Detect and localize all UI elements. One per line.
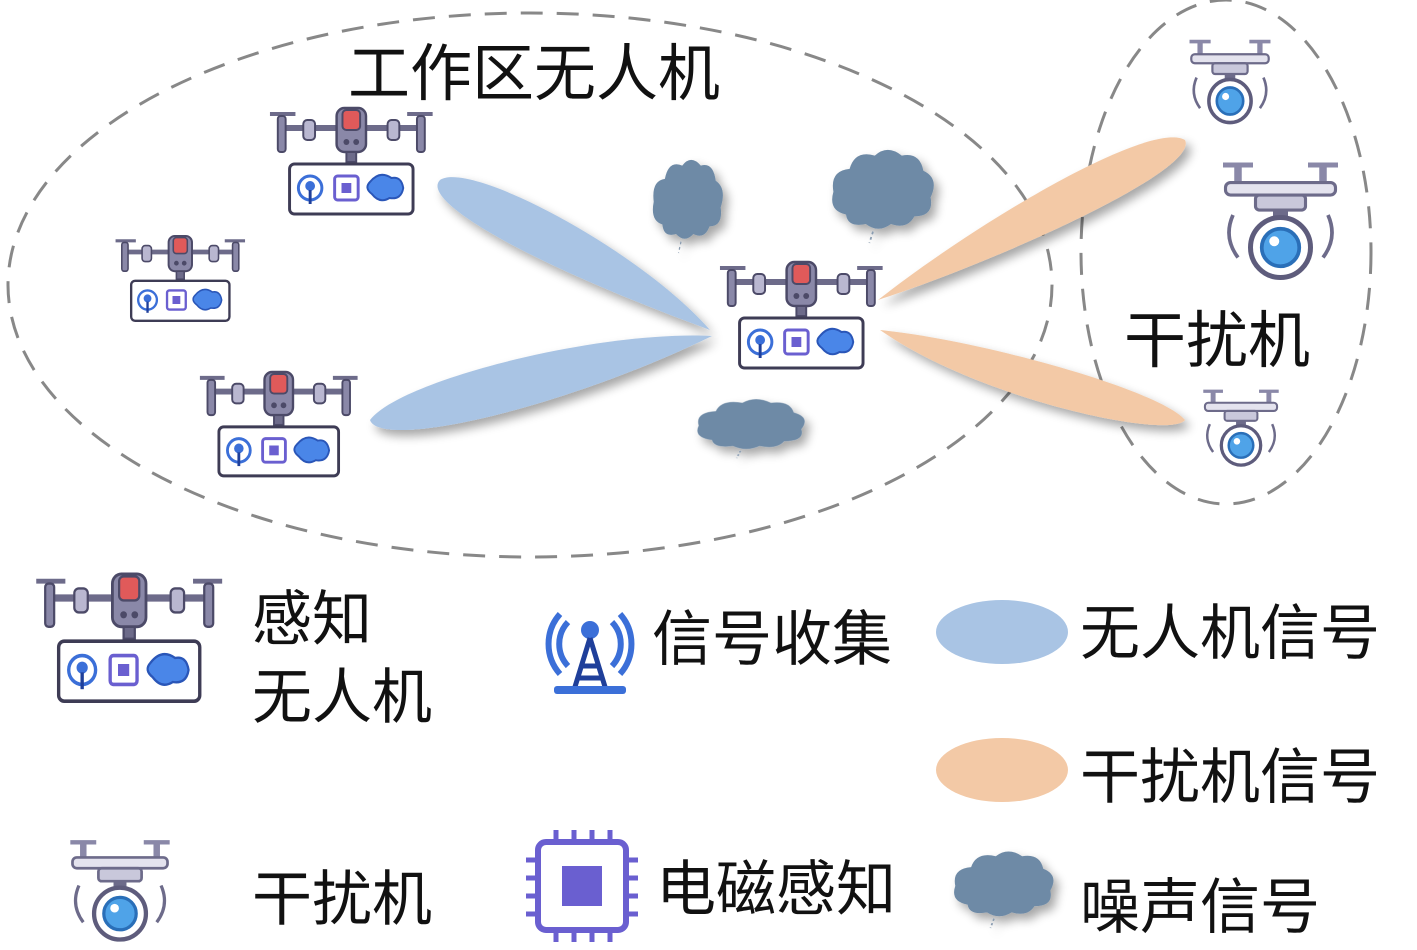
noise-cloud-icon [651,158,724,254]
legend-uav-signal-label: 无人机信号 [1080,599,1380,669]
sensing-uav-icon [116,236,245,321]
jammer-drone-icon [1223,165,1338,278]
noise-cloud-icon [696,398,806,459]
uav-signal-beam-lower [370,335,712,431]
antenna-tower-icon [545,612,635,694]
sensing-uav-icon [720,262,883,368]
sensing-uav-icon [270,108,433,214]
jammer-zone-boundary [1079,0,1373,506]
legend-uav-signal-swatch [936,600,1068,664]
legend-noise-cloud-icon [953,850,1055,929]
chip-icon [526,830,638,942]
legend-sensing-uav-icon [36,574,222,701]
legend-jammer-signal-label: 干扰机信号 [1080,743,1380,813]
legend-jammer-drone-icon [70,842,169,939]
jammer-drone-icon [1187,39,1273,125]
legend-signal-collect-label: 信号收集 [652,605,892,675]
jammer-signal-beam-lower [880,330,1185,426]
jammer-zone-label: 干扰机 [1124,304,1310,377]
jammer-drone-icon [1201,389,1281,467]
legend-em-sensing-label: 电磁感知 [656,855,896,925]
jammer-signal-beam-upper [878,137,1186,300]
legend-noise-signal-label: 噪声信号 [1080,873,1320,943]
work-zone-boundary [6,11,1054,559]
sensing-uav-icon [200,372,358,476]
legend-sensing-uav-label-line1: 感知 [252,585,372,655]
legend-jammer-label: 干扰机 [252,865,432,935]
uav-signal-beam-upper [437,177,710,330]
noise-cloud-icon [831,148,935,244]
legend-sensing-uav-label-line2: 无人机 [252,663,432,733]
legend-jammer-signal-swatch [936,738,1068,802]
work-zone-label: 工作区无人机 [348,37,720,110]
